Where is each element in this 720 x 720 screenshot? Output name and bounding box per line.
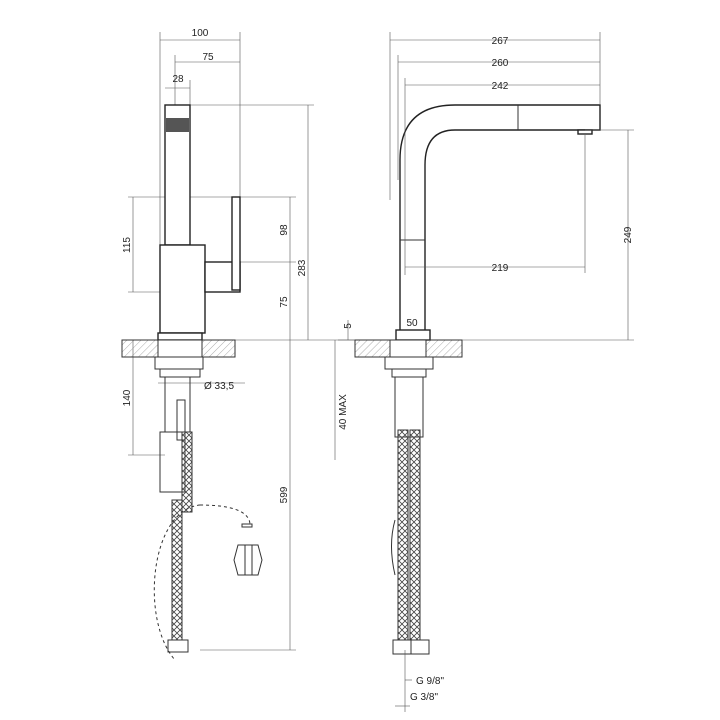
dim-267: 267 [492,36,509,47]
dim-283: 283 [297,259,308,276]
dim-140: 140 [122,389,133,406]
dim-260: 260 [492,58,509,69]
dim-115: 115 [122,237,133,253]
front-view: 267 260 242 219 249 5 50 40 MAX G 9/8" G… [334,32,634,712]
dim-219: 219 [492,263,509,274]
side-mount-and-hoses [153,339,263,661]
dim-5: 5 [343,323,354,329]
side-dimension-lines [128,32,360,651]
front-mount-and-hoses [384,339,434,655]
dim-28: 28 [172,74,184,85]
dim-599: 599 [279,486,290,503]
dim-75-width: 75 [202,52,214,63]
thread-g-9-8: G 9/8" [416,676,444,687]
dim-100: 100 [192,28,209,39]
dim-75-height: 75 [279,296,290,308]
side-faucet-body [157,104,241,341]
front-faucet-body [395,104,601,341]
dim-98: 98 [279,224,290,236]
front-dimension-lines [334,32,634,712]
side-view: 100 75 28 115 98 75 283 140 Ø 33,5 599 [121,28,360,661]
dim-50: 50 [406,318,418,329]
dim-diameter: Ø 33,5 [204,381,234,392]
dim-249: 249 [623,226,634,243]
dim-40-max: 40 MAX [338,394,349,430]
thread-g-3-8: G 3/8" [410,692,438,703]
dim-242: 242 [492,81,509,92]
